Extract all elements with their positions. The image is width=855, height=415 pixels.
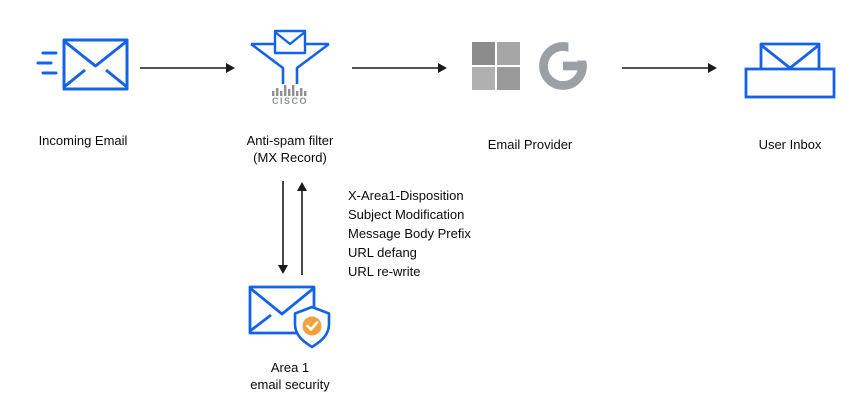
antispam-label-line2: (MX Record)	[253, 150, 327, 165]
cisco-logo-bars	[272, 85, 307, 96]
flow-arrow-2	[352, 63, 447, 73]
antispam-label-line1: Anti-spam filter	[246, 133, 334, 148]
user-inbox-icon	[744, 42, 836, 99]
area1-label-line1: Area 1	[270, 360, 310, 375]
funnel-envelope-icon	[250, 29, 330, 86]
incoming-email-icon	[36, 38, 129, 91]
bidirectional-arrows	[278, 181, 307, 275]
cisco-logo-text: CISCO	[271, 96, 308, 106]
email-provider-label: Email Provider	[487, 137, 573, 152]
annotation-line: X-Area1-Disposition	[348, 188, 464, 203]
microsoft-logo-icon	[472, 42, 520, 90]
user-inbox-node: User Inbox	[735, 42, 845, 153]
cisco-logo: CISCO	[267, 84, 313, 106]
antispam-node: CISCO Anti-spam filter (MX Record)	[235, 28, 345, 166]
area1-security-icon	[248, 285, 331, 349]
annotation-line: Subject Modification	[348, 207, 465, 222]
area1-label-line2: email security	[250, 377, 330, 392]
user-inbox-label: User Inbox	[758, 137, 822, 152]
flow-arrow-3	[622, 63, 717, 73]
incoming-email-node: Incoming Email	[18, 36, 148, 149]
shield-check-icon	[293, 305, 331, 349]
down-arrow-icon	[278, 181, 288, 274]
annotation-line: URL re-write	[348, 264, 421, 279]
annotation-list: X-Area1-Disposition Subject Modification…	[348, 186, 471, 281]
google-logo-icon	[539, 42, 589, 90]
email-provider-node: Email Provider	[455, 40, 605, 153]
flow-arrow-1	[140, 63, 235, 73]
annotation-line: URL defang	[348, 245, 417, 260]
antispam-filter-icon: CISCO	[245, 28, 335, 106]
up-arrow-icon	[297, 182, 307, 275]
incoming-email-label: Incoming Email	[38, 133, 128, 148]
annotation-line: Message Body Prefix	[348, 226, 471, 241]
area1-node: Area 1 email security	[235, 283, 345, 393]
